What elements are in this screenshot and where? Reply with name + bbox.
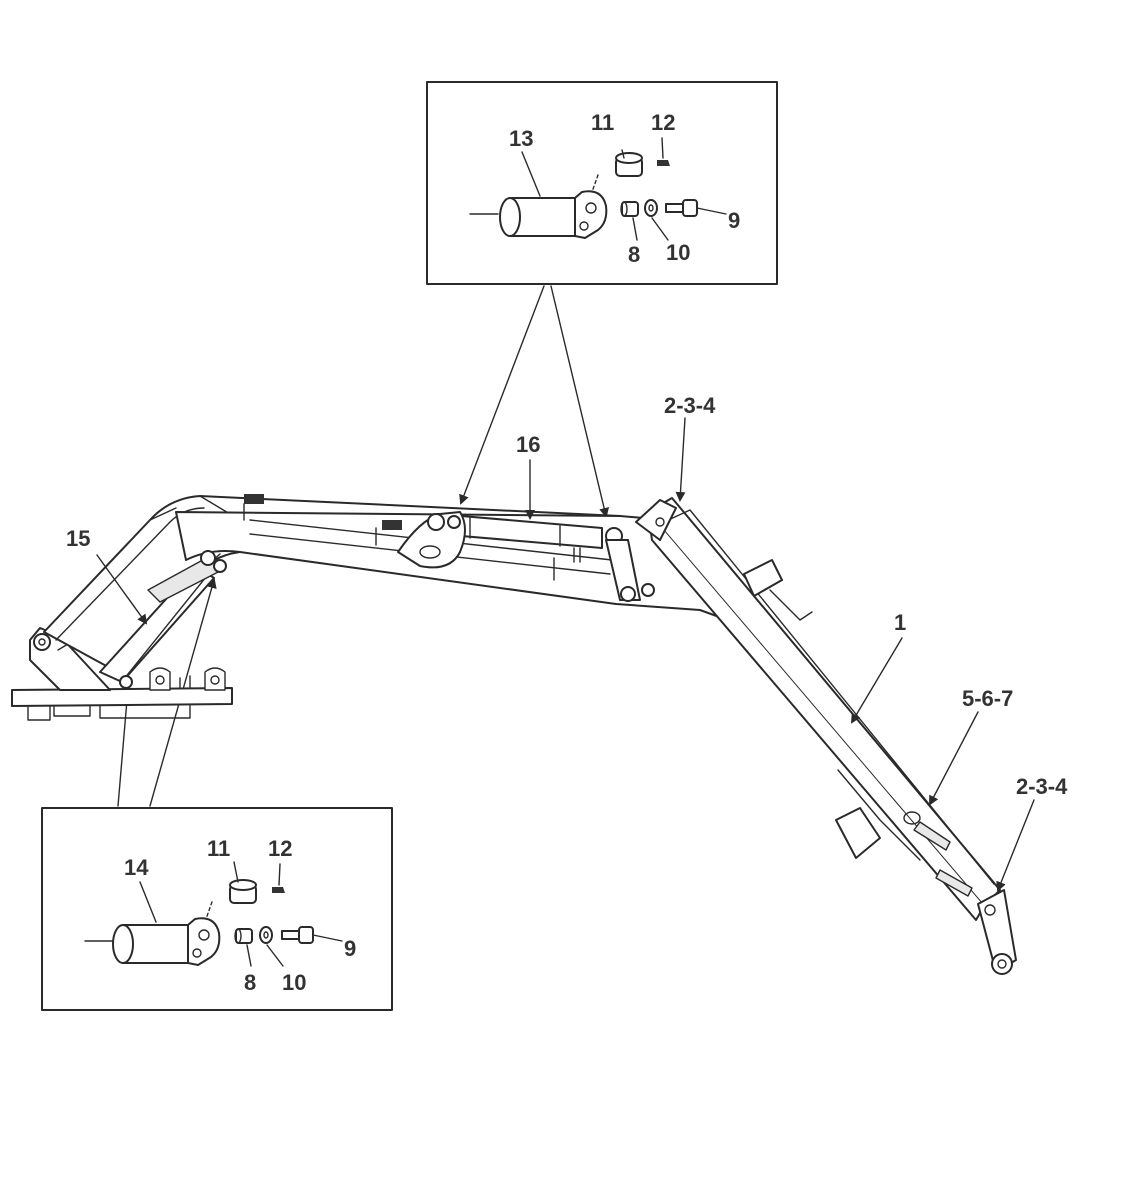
grease-fitting-11-drawing [591,149,643,193]
nut-8-drawing [620,201,639,241]
callout-14: 14 [124,855,149,880]
callout-10: 10 [666,240,690,265]
grease-fitting-11-drawing [205,861,257,920]
inset-bottom-frame [41,807,393,1011]
nipple-12-drawing [657,137,670,166]
callout-2-3-4-top: 2-3-4 [664,393,716,418]
callout-15: 15 [66,526,90,551]
callout-2-3-4-bottom: 2-3-4 [1016,774,1068,799]
callout-12: 12 [268,836,292,861]
nut-8-drawing [234,928,253,967]
pin-14-drawing [84,917,221,966]
boom-assembly [11,494,1017,975]
callout-13: 13 [509,126,533,151]
callout-9: 9 [344,936,356,961]
inset-top-frame [426,81,778,285]
lift-cylinder-15 [99,550,227,689]
boom-cylinder-16 [397,511,655,602]
top-inset-leaders [459,285,610,518]
callout-5-6-7: 5-6-7 [962,686,1013,711]
callout-11: 11 [207,836,230,861]
bolt-9-drawing [281,926,343,944]
callout-1: 1 [894,610,906,635]
washer-10-drawing [644,199,669,241]
stick-arm-1 [635,497,1001,921]
callout-9: 9 [728,208,740,233]
callout-11: 11 [591,110,614,135]
end-clevis [977,889,1017,975]
callout-10: 10 [282,970,306,995]
callout-8: 8 [244,970,256,995]
assembly-leaders [96,417,1035,892]
callout-8: 8 [628,242,640,267]
washer-10-drawing [259,926,284,967]
callout-12: 12 [651,110,675,135]
callout-16: 16 [516,432,540,457]
inset-bottom: 14 11 12 9 8 10 [41,807,393,1011]
pin-13-drawing [469,190,608,239]
nipple-12-drawing [272,863,285,893]
inset-top: 13 11 12 9 8 10 [426,81,778,285]
base-mount [11,667,233,721]
bolt-9-drawing [665,199,727,217]
